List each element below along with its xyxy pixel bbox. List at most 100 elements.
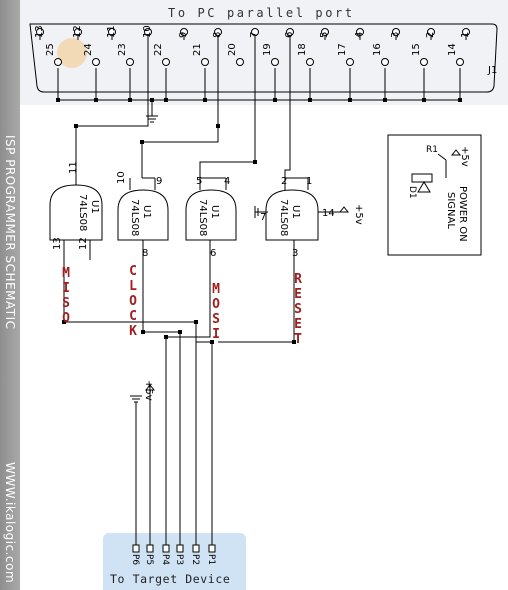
svg-text:22: 22 [153,43,164,56]
gate-2-pin-9: 9 [156,176,162,187]
gate-2-pin-10: 10 [116,171,127,184]
gate-1-pin-13: 13 [52,237,63,250]
sidebar [0,0,20,590]
svg-text:25: 25 [45,43,56,56]
svg-text:9: 9 [178,32,189,38]
gate-4-pin-3: 3 [292,248,298,259]
svg-text:7: 7 [249,32,260,38]
top-pin-13: 13 [34,25,45,40]
svg-text:P5: P5 [144,554,154,565]
svg-text:23: 23 [117,43,128,56]
svg-text:18: 18 [297,43,308,56]
target-pin-P5: P5 [144,544,154,565]
svg-text:24: 24 [83,43,94,56]
svg-text:12: 12 [72,25,83,38]
gate-1-ref: U1 [89,200,100,214]
svg-text:5: 5 [319,32,330,38]
svg-text:P6: P6 [130,554,140,565]
top-pin-6: 6 [284,28,295,40]
svg-text:11: 11 [106,25,117,38]
svg-text:13: 13 [34,25,45,38]
and-gates [49,184,319,241]
gate-1-pin-12: 12 [78,237,89,250]
bottom-pin-17: 17 [337,43,354,66]
power-box-label-1: POWER ON [457,186,468,242]
svg-text:1: 1 [460,32,471,38]
svg-text:P3: P3 [174,554,184,565]
target-vcc-label: +5v [143,380,154,401]
svg-text:3: 3 [390,32,401,38]
bottom-pin-22: 22 [153,43,170,66]
gate-1-pin-11: 11 [68,161,79,174]
power-on-box [387,134,482,256]
bottom-pin-14: 14 [447,43,464,66]
sidebar-title: ISP PROGRAMMER SCHEMATIC [3,135,17,330]
svg-text:14: 14 [447,43,458,56]
bottom-pin-24: 24 [83,43,100,66]
top-pin-7: 7 [249,28,260,40]
svg-text:8: 8 [212,32,223,38]
gate-4-pin-2: 2 [281,176,287,187]
target-pin-P1: P1 [206,544,216,565]
gate-3-pin-4: 4 [224,176,230,187]
gate-3-part: 74LS08 [197,199,208,236]
parallel-port-region [20,0,508,105]
gate-1-body [49,184,103,241]
target-device-region [103,533,246,590]
target-pins: P6 P5 P4 P3 P2 P1 [130,544,216,565]
power-on-circuit [411,149,462,193]
svg-text:P2: P2 [190,554,200,565]
led-ref: D1 [407,186,417,199]
wires [57,40,461,545]
svg-text:16: 16 [372,43,383,56]
bottom-pin-21: 21 [192,43,209,66]
gate-1-part: 74LS08 [77,194,88,231]
connector-pins: 1234567891011121314151617181920212223242… [34,25,471,66]
top-pin-4: 4 [354,28,365,40]
target-pin-P3: P3 [174,544,184,565]
bottom-pin-19: 19 [262,43,279,66]
ground-symbols [130,115,408,403]
db25-connector-outline [29,23,498,93]
gate-4-ref: U1 [290,205,301,219]
svg-text:15: 15 [411,43,422,56]
top-pin-1: 1 [460,28,471,40]
svg-text:20: 20 [227,43,238,56]
bottom-pin-16: 16 [372,43,389,66]
resistor-ref: R1 [426,145,438,155]
gate-3-body [185,189,237,241]
gate-2-part: 74LS08 [129,199,140,236]
gate-3-ref: U1 [209,205,220,219]
bottom-pin-15: 15 [411,43,428,66]
top-pin-11: 11 [106,25,117,40]
gate-vcc-label: +5v [353,204,364,225]
junction-dots [56,98,462,344]
svg-text:6: 6 [284,32,295,38]
gate-4-pin-14: 14 [322,208,335,219]
bottom-pin-20: 20 [227,43,244,66]
connector-ref: J1 [487,65,497,76]
target-device-label: To Target Device [110,572,231,586]
gate-4-body [265,189,319,241]
gate-3-pin-6: 6 [210,248,216,259]
svg-text:2: 2 [425,32,436,38]
port-title: To PC parallel port [168,6,355,20]
bottom-pin-23: 23 [117,43,134,66]
target-pin-P2: P2 [190,544,200,565]
gate-3-pin-5: 5 [196,176,202,187]
bottom-pin-25: 25 [45,43,62,66]
gate-2-body [117,189,169,241]
top-pin-3: 3 [390,28,401,40]
top-pin-10: 10 [142,25,153,40]
top-pin-2: 2 [425,28,436,40]
svg-text:10: 10 [142,25,153,38]
top-pin-5: 5 [319,28,330,40]
svg-text:P4: P4 [160,554,170,565]
